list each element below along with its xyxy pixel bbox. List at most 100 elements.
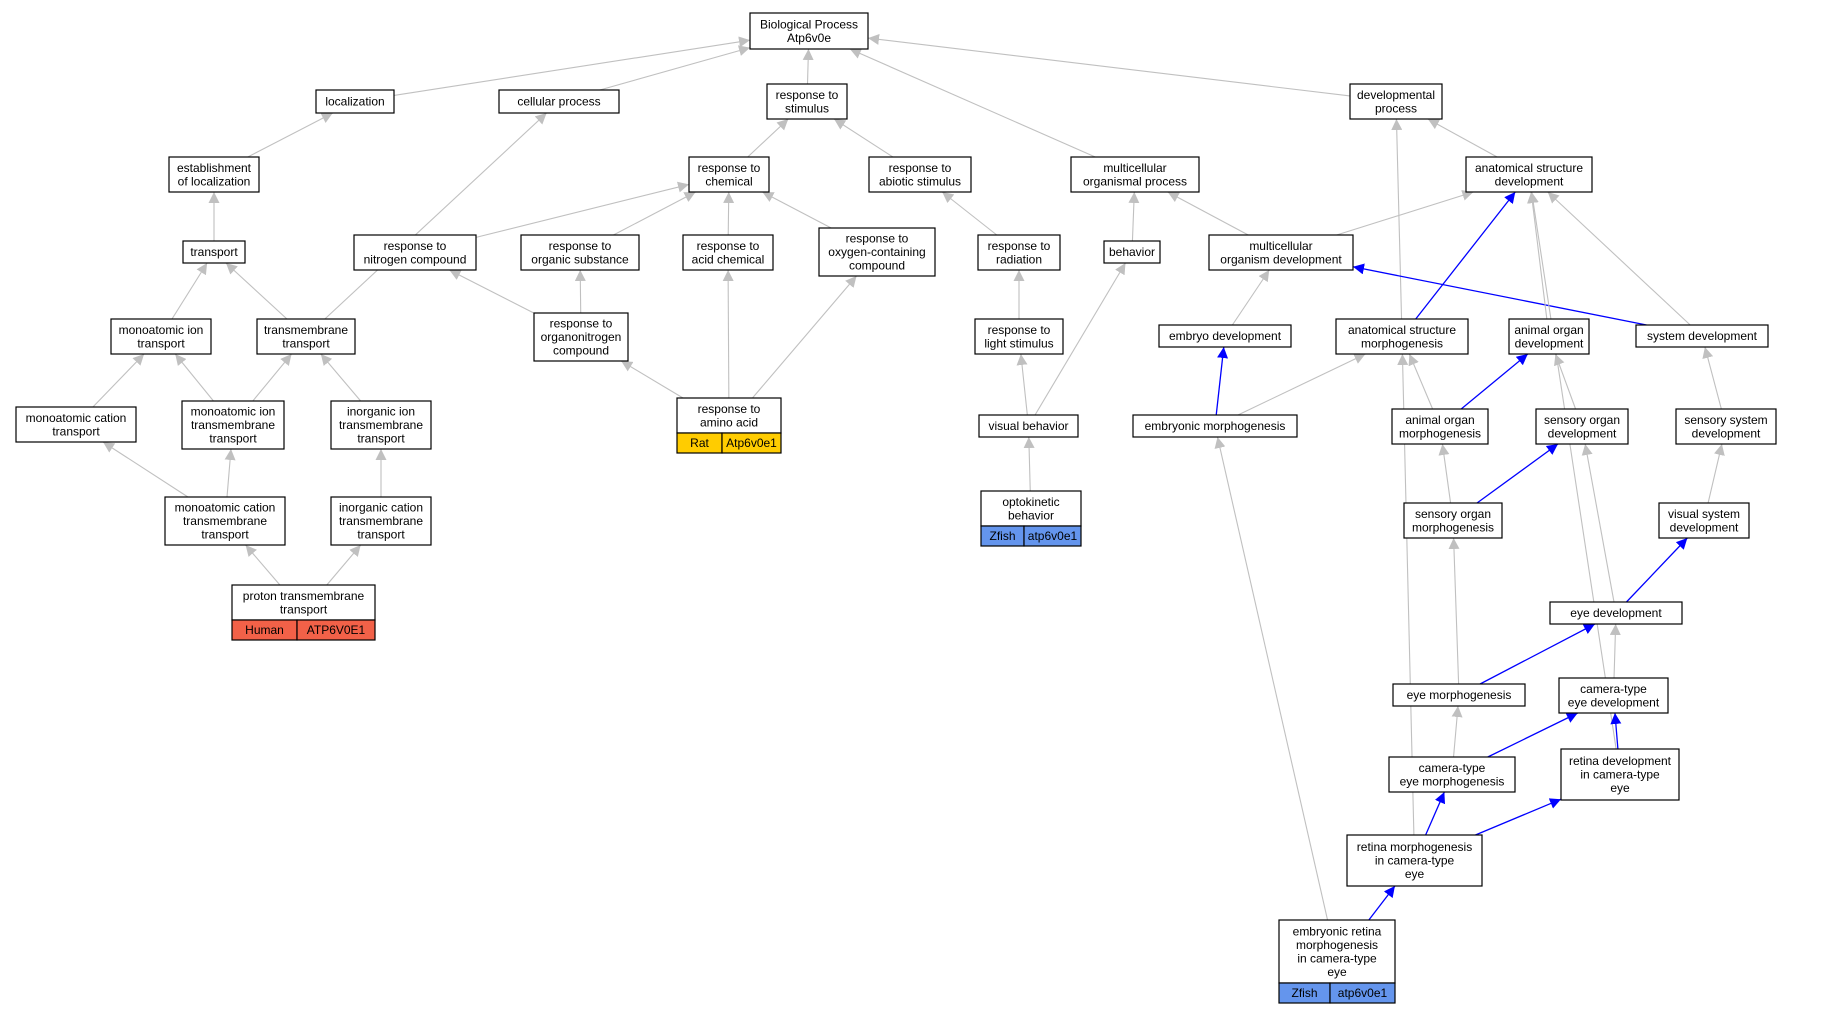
term-box: [1392, 683, 1526, 707]
term-label: system development: [1647, 329, 1758, 343]
term-label: visual system: [1668, 507, 1740, 521]
term-node-embryonic-morph[interactable]: embryonic morphogenesis: [1132, 414, 1298, 438]
term-node-transport[interactable]: transport: [182, 240, 246, 264]
term-label: camera-type: [1580, 682, 1647, 696]
term-box: [181, 400, 285, 450]
term-box: [168, 156, 260, 193]
term-node-eye-morph[interactable]: eye morphogenesis: [1392, 683, 1526, 707]
edge-embryonic_retina-to-embryonic_morph: [1214, 436, 1329, 921]
gene-cell: [296, 619, 376, 641]
edge-eye_dev-to-visual_system_dev: [1625, 537, 1688, 603]
term-node-embryo-dev[interactable]: embryo development: [1158, 324, 1292, 348]
edge-inorganic_ion_tm-to-transmembrane_transport: [320, 353, 362, 402]
edge-multi_org_dev-to-multicellular_process: [1167, 191, 1249, 236]
term-box: [498, 89, 620, 114]
edge-eye_dev-to-sensory_organ_dev: [1581, 443, 1615, 603]
term-label: eye morphogenesis: [1400, 774, 1505, 788]
edge-multicellular_process-to-bp: [849, 48, 1096, 158]
edge-localization-to-bp: [393, 36, 751, 96]
term-box: [110, 318, 212, 355]
term-label: abiotic stimulus: [879, 174, 961, 188]
term-box: [1558, 677, 1669, 714]
term-label: embryo development: [1169, 329, 1282, 343]
edge-transmembrane_transport-to-cellular_process: [324, 112, 547, 320]
term-label: response to: [384, 239, 447, 253]
term-box: [1070, 156, 1200, 193]
gene-cell: [1329, 982, 1396, 1004]
term-label: transmembrane: [264, 323, 348, 337]
term-box: [330, 496, 432, 546]
term-label: response to: [988, 323, 1051, 337]
edge-resp_amino-to-resp_oxygen: [752, 275, 857, 399]
term-node-visual-behavior[interactable]: visual behavior: [978, 414, 1079, 438]
term-node-eye-dev[interactable]: eye development: [1549, 601, 1683, 625]
term-box: [818, 227, 936, 277]
term-label: anatomical structure: [1348, 323, 1456, 337]
term-label: in camera-type: [1297, 951, 1377, 965]
edge-retina_dev-to-camera_eye_dev: [1610, 712, 1622, 750]
term-label: anatomical structure: [1475, 161, 1583, 175]
edge-retina_dev-to-anat_dev: [1527, 191, 1617, 750]
term-node-behavior[interactable]: behavior: [1103, 240, 1161, 264]
edge-monoatomic_cation_tm-to-monoatomic_ion_tm: [224, 448, 236, 498]
edge-sensory_organ_morph-to-animal_organ_morph: [1438, 443, 1452, 504]
term-node-cellular-process[interactable]: cellular process: [498, 89, 620, 114]
edge-resp_amino-to-resp_organonitrogen: [620, 360, 684, 399]
term-label: behavior: [1008, 508, 1054, 522]
term-label: proton transmembrane: [243, 589, 365, 603]
term-label: embryonic retina: [1293, 924, 1382, 938]
term-node-system-dev[interactable]: system development: [1635, 324, 1769, 348]
edge-anat_morph-to-anat_dev: [1415, 191, 1516, 320]
term-label: transport: [137, 336, 185, 350]
term-node-localization[interactable]: localization: [315, 89, 395, 114]
term-label: embryonic morphogenesis: [1145, 419, 1286, 433]
term-label: behavior: [1109, 245, 1155, 259]
term-box: [868, 156, 972, 193]
edge-resp_acid-to-response_chemical: [723, 191, 735, 236]
term-box: [978, 414, 1079, 438]
term-label: monoatomic ion: [191, 405, 276, 419]
term-label: multicellular: [1103, 161, 1166, 175]
term-label: transmembrane: [339, 514, 423, 528]
term-label: development: [1692, 426, 1761, 440]
